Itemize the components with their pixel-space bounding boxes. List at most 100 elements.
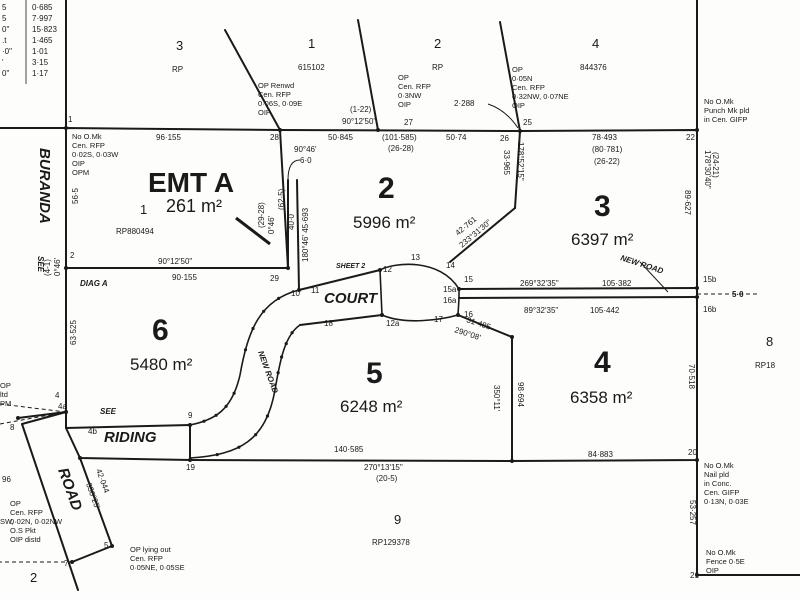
svg-text:180°46' 45·693: 180°46' 45·693 (301, 207, 310, 262)
rp880494-label: RP880494 (116, 227, 154, 236)
survey-dot (254, 433, 258, 437)
svg-text:350°11': 350°11' (492, 385, 501, 412)
note-line: Cen. RFP (72, 141, 105, 150)
svg-text:178°30'40": 178°30'40" (703, 150, 712, 189)
svg-text:9: 9 (188, 411, 193, 420)
svg-text:SW,: SW, (0, 517, 14, 526)
road-survey-dots (202, 296, 294, 457)
note-line: Cen. RFP (258, 90, 291, 99)
svg-text:0°46': 0°46' (53, 257, 62, 276)
svg-text:6·0: 6·0 (300, 156, 312, 165)
survey-dot (276, 371, 280, 375)
note-line: Cen. RFP (512, 83, 545, 92)
svg-text:270°13'15": 270°13'15" (364, 463, 403, 472)
note-line: Punch Mk pld (704, 106, 749, 115)
note-line: OP Renwd (258, 81, 294, 90)
svg-text:2: 2 (70, 251, 75, 260)
svg-text:4b: 4b (88, 427, 97, 436)
note-line: in Cen. GIFP (704, 115, 747, 124)
svg-text:0°46': 0°46' (267, 215, 276, 234)
svg-text:40·0: 40·0 (287, 213, 296, 230)
riding-label: RIDING (104, 429, 157, 446)
svg-text:11: 11 (311, 286, 320, 295)
svg-text:7: 7 (64, 559, 69, 568)
svg-text:(26-28): (26-28) (388, 144, 414, 153)
svg-text:140·585: 140·585 (334, 445, 364, 454)
table-prefix: ' (2, 58, 4, 67)
svg-text:RP: RP (432, 63, 443, 72)
station-markers: 1 2 4 4a 4b 5 7 8 9 10 11 12 12a 13 14 1… (10, 115, 717, 580)
top-lot2-number: 2 (434, 36, 441, 51)
note-line: OP lying out (130, 545, 172, 554)
svg-text:(1-22): (1-22) (350, 105, 372, 114)
svg-text:27: 27 (404, 118, 413, 127)
dim-2288: 2·288 (454, 99, 475, 108)
note-line: OP (398, 73, 409, 82)
survey-dot (224, 404, 228, 408)
note-line: OIP (706, 566, 719, 575)
svg-text:17: 17 (434, 315, 443, 324)
svg-text:8: 8 (10, 423, 15, 432)
note-line: Cen. RFP (130, 554, 163, 563)
survey-dot (251, 326, 255, 331)
note-line: OIP distd (10, 535, 41, 544)
table-prefix: 0" (2, 25, 9, 34)
svg-text:844376: 844376 (580, 63, 607, 72)
note-line: 0·13N, 0·03E (704, 497, 749, 506)
new-road-left-label: NEW ROAD (256, 350, 280, 395)
svg-text:13: 13 (411, 253, 420, 262)
note-line: Cen. GIFP (704, 488, 739, 497)
svg-text:(20-5): (20-5) (376, 474, 398, 483)
survey-dot (232, 391, 236, 395)
svg-text:16: 16 (464, 310, 473, 319)
note-line: 0·05NE, 0·05SE (130, 563, 185, 572)
table-value: 0·685 (32, 3, 53, 12)
note-line: 0·32NW, 0·07NE (512, 92, 569, 101)
survey-dot (237, 445, 241, 449)
road-width-label: 5·0 (732, 290, 744, 299)
svg-text:RP18: RP18 (755, 361, 776, 370)
svg-text:(24-21): (24-21) (711, 152, 720, 178)
buranda-label: BURANDA (36, 148, 53, 224)
survey-dot (280, 355, 284, 359)
svg-text:96·155: 96·155 (156, 133, 181, 142)
leader-arrows (235, 103, 669, 293)
lot5-area: 6248 m² (340, 397, 403, 416)
svg-text:90°12'50": 90°12'50" (342, 117, 376, 126)
svg-text:26: 26 (500, 134, 509, 143)
emt-a-label: EMT A (148, 167, 234, 198)
note-line: OIP (258, 108, 271, 117)
svg-text:105·382: 105·382 (602, 279, 632, 288)
diag-a-label: DIAG A (80, 279, 108, 288)
svg-text:16b: 16b (703, 305, 717, 314)
svg-text:18: 18 (324, 319, 333, 328)
note-line: OPM (72, 168, 89, 177)
note-line: OP (512, 65, 523, 74)
note-line: No O.Mk (704, 97, 734, 106)
svg-text:16a: 16a (443, 296, 457, 305)
table-prefix: 5 (2, 3, 7, 12)
court-road (189, 263, 460, 459)
survey-dot (243, 348, 248, 352)
lot4-area: 6358 m² (570, 388, 633, 407)
lot9-plan: RP129378 (372, 538, 410, 547)
left-lot96-number: 96 (2, 475, 11, 484)
note-line: Fence 0·5E (706, 557, 745, 566)
svg-text:12a: 12a (386, 319, 400, 328)
table-value: 1·17 (32, 69, 49, 78)
svg-text:105·442: 105·442 (590, 306, 620, 315)
table-value: 1·465 (32, 36, 53, 45)
svg-text:78·493: 78·493 (592, 133, 617, 142)
svg-text:615102: 615102 (298, 63, 325, 72)
dashed-lines (0, 293, 760, 563)
svg-text:178°52'15": 178°52'15" (516, 142, 525, 181)
svg-text:90°46': 90°46' (294, 145, 317, 154)
svg-text:(26-22): (26-22) (594, 157, 620, 166)
svg-text:330°25': 330°25' (84, 482, 102, 511)
